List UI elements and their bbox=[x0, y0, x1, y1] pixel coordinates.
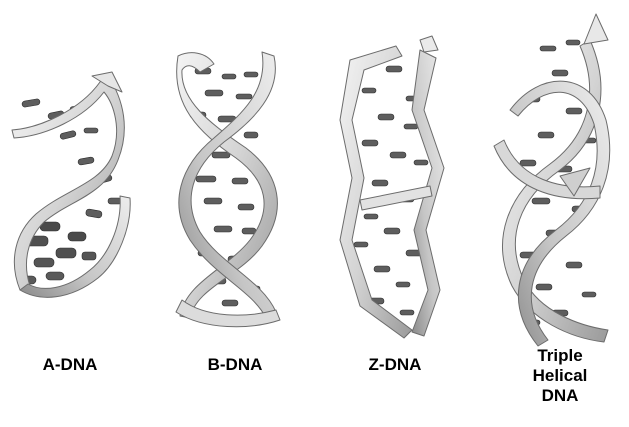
triple-helical-dna-label-line: Triple bbox=[510, 346, 610, 366]
b-dna-label: B-DNA bbox=[185, 355, 285, 375]
z-dna-backbone bbox=[340, 36, 444, 338]
a-dna-label: A-DNA bbox=[20, 355, 120, 375]
a-dna-model bbox=[12, 72, 130, 297]
z-dna-model bbox=[340, 36, 444, 338]
z-dna-label: Z-DNA bbox=[345, 355, 445, 375]
b-dna-model bbox=[176, 52, 280, 327]
a-dna-label-line: A-DNA bbox=[20, 355, 120, 375]
b-dna-backbone bbox=[176, 52, 280, 327]
b-dna-label-line: B-DNA bbox=[185, 355, 285, 375]
triple-helical-dna-model bbox=[494, 14, 610, 346]
triple-helical-dna-label-line: Helical bbox=[510, 366, 610, 386]
z-dna-label-line: Z-DNA bbox=[345, 355, 445, 375]
triple-helical-dna-label-line: DNA bbox=[510, 386, 610, 406]
